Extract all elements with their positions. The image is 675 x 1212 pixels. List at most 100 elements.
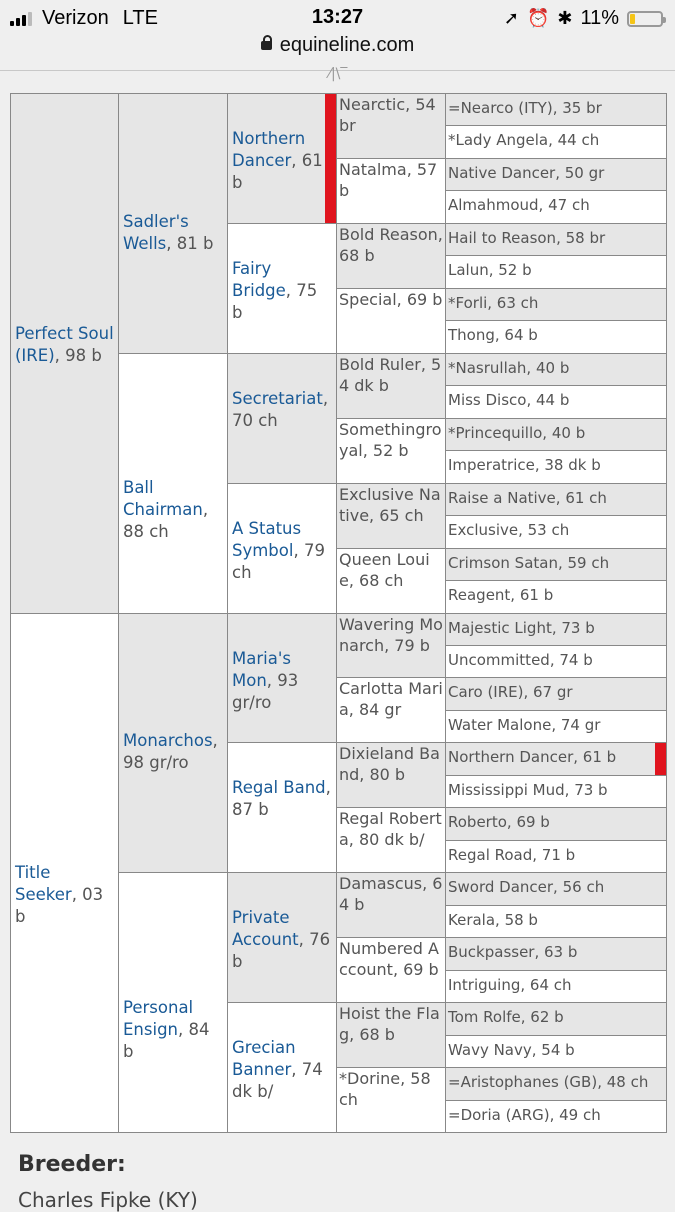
gen5-cell: Wavy Navy, 54 b bbox=[445, 1034, 667, 1069]
ancestor-name[interactable]: Roberto, 69 b bbox=[448, 813, 550, 832]
ancestor-name[interactable]: Damascus, 64 b bbox=[339, 874, 443, 915]
pedigree-row: Somethingroyal, 52 b *Princequillo, 40 b bbox=[11, 417, 667, 484]
horse-link[interactable]: Ball Chairman bbox=[123, 478, 203, 520]
ancestor-name[interactable]: Wavering Monarch, 79 b bbox=[339, 614, 443, 655]
horse-link[interactable]: Personal Ensign bbox=[123, 997, 194, 1039]
ancestor-name[interactable]: Kerala, 58 b bbox=[448, 910, 538, 929]
horse-link[interactable]: Northern Dancer bbox=[232, 129, 306, 171]
ancestor-name[interactable]: Dixieland Band, 80 b bbox=[339, 744, 440, 785]
horse-link[interactable]: Maria's Mon bbox=[232, 648, 291, 690]
ancestor-name[interactable]: Regal Roberta, 80 dk b/ bbox=[339, 809, 442, 850]
ancestor-name[interactable]: Imperatrice, 38 dk b bbox=[448, 456, 601, 475]
horse-link[interactable]: Title Seeker bbox=[15, 862, 72, 904]
gen2-cell: Sadler's Wells, 81 b bbox=[118, 93, 228, 354]
horse-link[interactable]: Monarchos bbox=[123, 731, 213, 751]
ancestor-name[interactable]: Regal Road, 71 b bbox=[448, 845, 576, 864]
ancestor-name[interactable]: Miss Disco, 44 b bbox=[448, 391, 570, 410]
horse-link[interactable]: Secretariat bbox=[232, 388, 323, 408]
ancestor-name[interactable]: Carlotta Maria, 84 gr bbox=[339, 679, 443, 720]
ancestor-name[interactable]: Almahmoud, 47 ch bbox=[448, 196, 590, 215]
ancestor-name[interactable]: =Aristophanes (GB), 48 ch bbox=[448, 1073, 649, 1092]
gen5-cell: *Nasrullah, 40 b bbox=[445, 352, 667, 387]
horse-link[interactable]: Private Account bbox=[232, 908, 299, 950]
pedigree-row: Imperatrice, 38 dk b bbox=[11, 450, 667, 484]
network-type: LTE bbox=[122, 7, 158, 29]
gen3-cell: Northern Dancer, 61 b bbox=[227, 93, 337, 224]
ancestor-name[interactable]: Water Malone, 74 gr bbox=[448, 715, 601, 734]
horse-link[interactable]: Perfect Soul (IRE) bbox=[15, 323, 114, 365]
pedigree-row: Regal Road, 71 b bbox=[11, 839, 667, 874]
ancestor-name[interactable]: Exclusive, 53 ch bbox=[448, 521, 570, 540]
ancestor-name[interactable]: Exclusive Native, 65 ch bbox=[339, 484, 441, 525]
gen5-cell: Sword Dancer, 56 ch bbox=[445, 872, 667, 906]
ancestor-name[interactable]: Intriguing, 64 ch bbox=[448, 975, 572, 994]
horse-info: , 75 b bbox=[232, 280, 318, 322]
ancestor-name[interactable]: Tom Rolfe, 62 b bbox=[448, 1008, 564, 1027]
ancestor-name[interactable]: *Lady Angela, 44 ch bbox=[448, 131, 600, 150]
ancestor-name[interactable]: Somethingroyal, 52 b bbox=[339, 419, 442, 460]
ancestor-name[interactable]: Bold Ruler, 54 dk b bbox=[339, 354, 442, 395]
ancestor-name[interactable]: Northern Dancer, 61 b bbox=[448, 748, 617, 767]
bluetooth-icon: ✱ bbox=[557, 8, 573, 28]
pedigree-row: Almahmoud, 47 ch bbox=[11, 190, 667, 224]
gen2-cell: Ball Chairman, 88 ch bbox=[118, 352, 228, 614]
gen5-cell: Miss Disco, 44 b bbox=[445, 385, 667, 419]
pedigree-row: Fairy Bridge, 75 b Bold Reason, 68 b Hail … bbox=[11, 222, 667, 354]
gen5-cell: Hail to Reason, 58 br bbox=[445, 222, 667, 257]
pedigree-row: Mississippi Mud, 73 b bbox=[11, 774, 667, 809]
horse-link[interactable]: A Status Symbol bbox=[232, 518, 302, 560]
gen2-cell: Personal Ensign, 84 b bbox=[118, 872, 228, 1133]
location-icon: ➚ bbox=[503, 8, 519, 28]
ancestor-name[interactable]: Bold Reason, 68 b bbox=[339, 224, 443, 265]
ancestor-name[interactable]: Majestic Light, 73 b bbox=[448, 618, 595, 637]
address-bar[interactable]: equineline.com bbox=[0, 34, 675, 70]
gen5-cell: *Forli, 63 ch bbox=[445, 287, 667, 322]
ancestor-name[interactable]: Mississippi Mud, 73 b bbox=[448, 780, 608, 799]
gen3-cell: Maria's Mon, 93 gr/ro bbox=[227, 612, 337, 744]
gen5-cell: Kerala, 58 b bbox=[445, 904, 667, 939]
ancestor-name[interactable]: Hail to Reason, 58 br bbox=[448, 228, 606, 247]
gen5-cell: Caro (IRE), 67 gr bbox=[445, 677, 667, 711]
ancestor-name[interactable]: Caro (IRE), 67 gr bbox=[448, 683, 573, 702]
horse-link[interactable]: Sadler's Wells bbox=[123, 211, 189, 253]
ancestor-name[interactable]: Crimson Satan, 59 ch bbox=[448, 553, 610, 572]
ancestor-name[interactable]: Native Dancer, 50 gr bbox=[448, 163, 605, 182]
horse-link[interactable]: Fairy Bridge bbox=[232, 258, 286, 300]
ancestor-name[interactable]: Natalma, 57 b bbox=[339, 159, 438, 200]
ancestor-name[interactable]: *Dorine, 58 ch bbox=[339, 1069, 431, 1110]
pedigree-row: Kerala, 58 b bbox=[11, 904, 667, 939]
ancestor-name[interactable]: *Princequillo, 40 b bbox=[448, 423, 586, 442]
ancestor-name[interactable]: *Nasrullah, 40 b bbox=[448, 358, 570, 377]
horse-info: , 61 b bbox=[232, 151, 323, 193]
ancestor-name[interactable]: Lalun, 52 b bbox=[448, 261, 532, 280]
ancestor-name[interactable]: Buckpasser, 63 b bbox=[448, 943, 578, 962]
pedigree-row: *Dorine, 58 ch =Aristophanes (GB), 48 ch bbox=[11, 1067, 667, 1133]
gen4-cell: Hoist the Flag, 68 b bbox=[336, 1002, 446, 1069]
pedigree-row: Uncommitted, 74 b bbox=[11, 644, 667, 679]
ancestor-name[interactable]: =Nearco (ITY), 35 br bbox=[448, 99, 602, 117]
horse-info: , 93 gr/ro bbox=[232, 670, 299, 712]
ancestor-name[interactable]: Hoist the Flag, 68 b bbox=[339, 1004, 440, 1045]
ancestor-name[interactable]: Thong, 64 b bbox=[448, 326, 538, 345]
horse-info: , 03 b bbox=[15, 884, 104, 926]
ancestor-name[interactable]: Numbered Account, 69 b bbox=[339, 939, 439, 980]
horse-link[interactable]: Grecian Banner bbox=[232, 1038, 296, 1080]
ancestor-name[interactable]: Reagent, 61 b bbox=[448, 586, 554, 605]
ancestor-name[interactable]: Sword Dancer, 56 ch bbox=[448, 878, 605, 897]
ancestor-name[interactable]: Queen Louie, 68 ch bbox=[339, 549, 430, 590]
ancestor-name[interactable]: Wavy Navy, 54 b bbox=[448, 1040, 575, 1059]
gen4-cell: Special, 69 b bbox=[336, 287, 446, 354]
ancestor-name[interactable]: Special, 69 b bbox=[339, 289, 443, 309]
ancestor-name[interactable]: Nearctic, 54 br bbox=[339, 95, 436, 135]
ancestor-name[interactable]: Uncommitted, 74 b bbox=[448, 650, 593, 669]
gen2-cell: Monarchos, 98 gr/ro bbox=[118, 612, 228, 874]
pedigree-row: *Lady Angela, 44 ch bbox=[11, 125, 667, 159]
ancestor-name[interactable]: *Forli, 63 ch bbox=[448, 293, 539, 312]
ancestor-name[interactable]: =Doria (ARG), 49 ch bbox=[448, 1105, 601, 1124]
ancestor-name[interactable]: Raise a Native, 61 ch bbox=[448, 488, 607, 507]
horse-link[interactable]: Regal Band bbox=[232, 778, 326, 798]
pedigree-row: Carlotta Maria, 84 gr Caro (IRE), 67 gr bbox=[11, 677, 667, 744]
